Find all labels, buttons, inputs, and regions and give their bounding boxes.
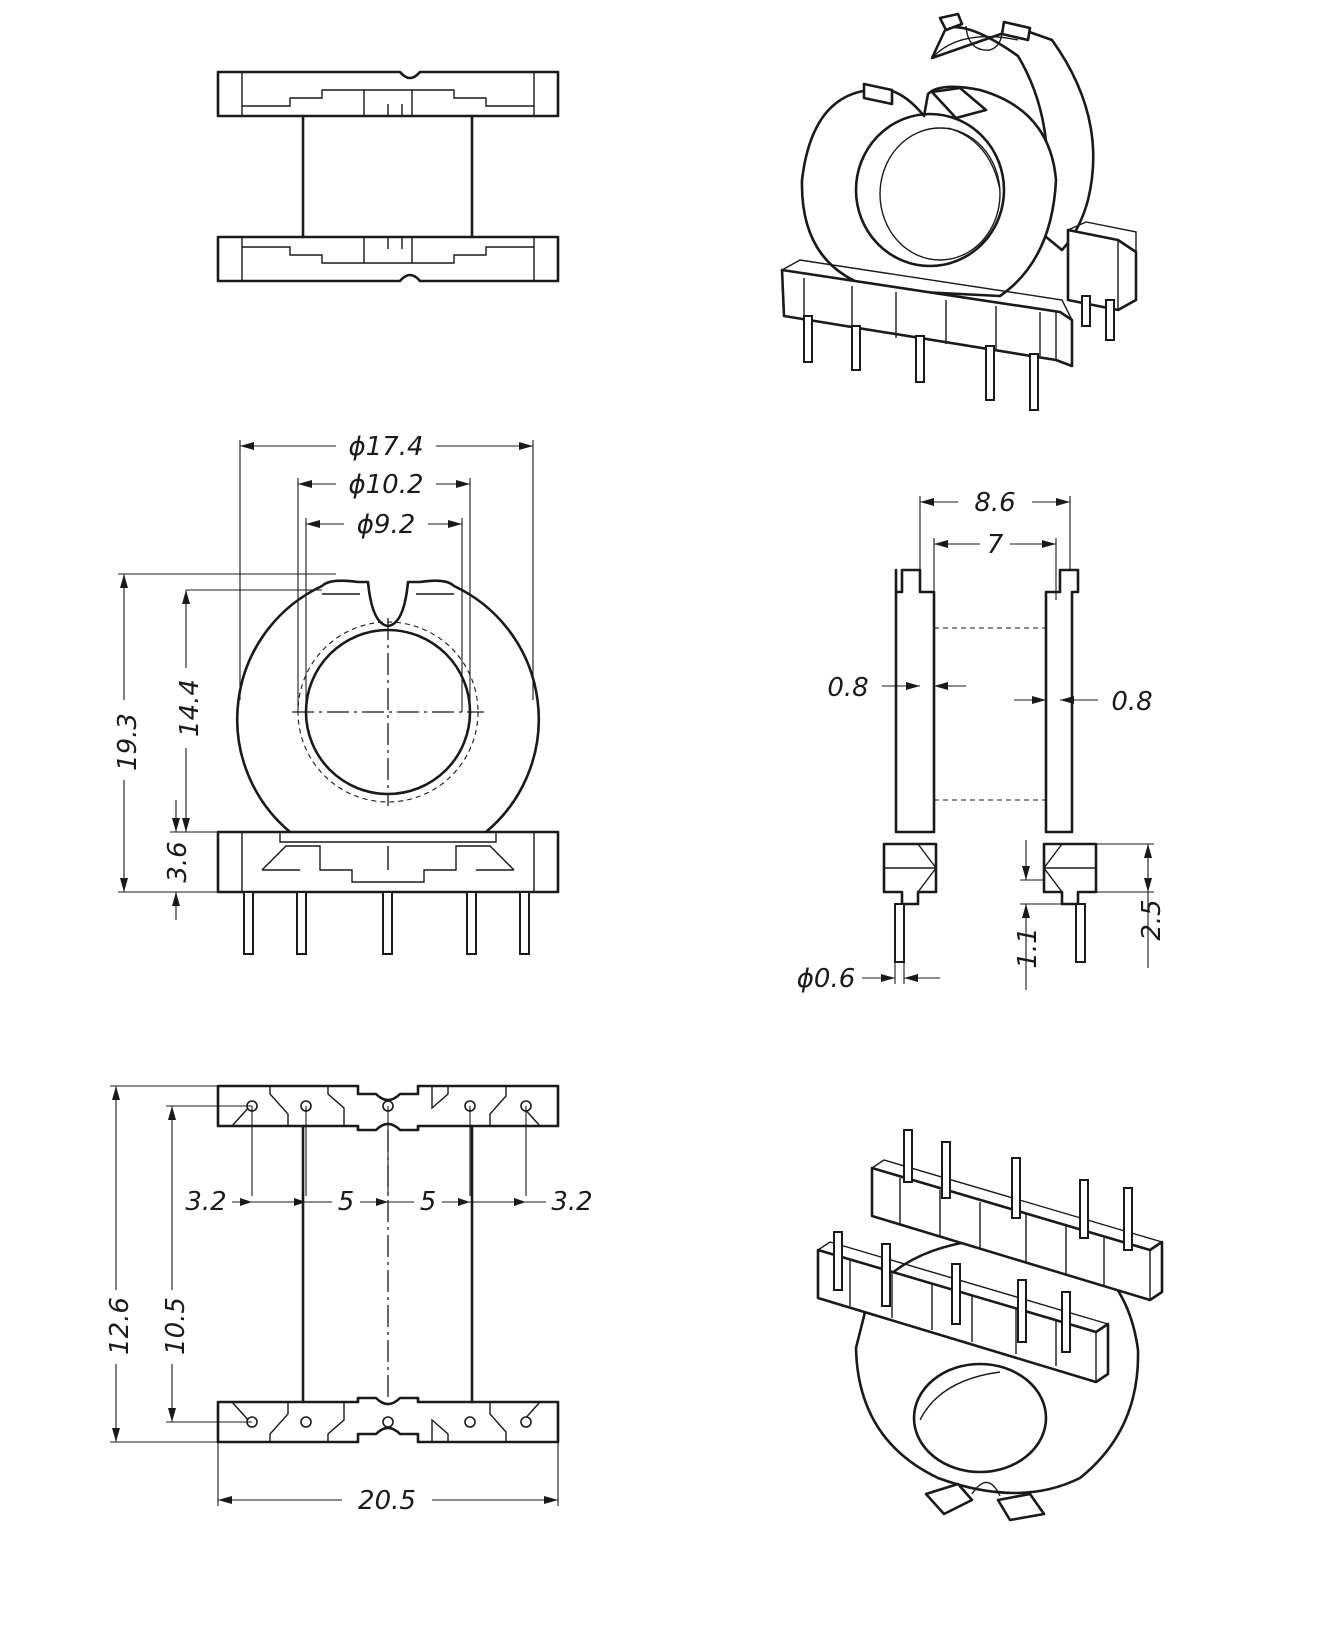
- dim-overall-width: 8.6: [974, 488, 1015, 518]
- front-view-dimensions: ϕ17.4 ϕ10.2 ϕ9.2 19.3 14.4 3.6: [110, 430, 534, 920]
- dim-center-height: 14.4: [175, 679, 205, 737]
- isometric-view-top: [780, 12, 1138, 411]
- dim-pitch-inner-left: 5: [338, 1187, 355, 1217]
- dim-row-span-pins: 10.5: [161, 1297, 191, 1355]
- dim-bore-diameter: ϕ9.2: [357, 510, 416, 540]
- dim-base-height: 3.6: [163, 841, 193, 882]
- dim-overall-length: 20.5: [358, 1486, 416, 1516]
- dim-side-base-height: 2.5: [1137, 899, 1167, 940]
- dim-pitch-outer-right: 3.2: [551, 1187, 592, 1217]
- dim-winding-width: 7: [987, 530, 1004, 560]
- dim-row-span-outer: 12.6: [105, 1297, 135, 1355]
- dim-left-flange-thickness: 0.8: [827, 673, 868, 703]
- dim-pitch-inner-right: 5: [420, 1187, 437, 1217]
- dim-standoff: 1.1: [1013, 927, 1043, 968]
- side-view: [882, 568, 1098, 963]
- dim-total-height: 19.3: [113, 713, 143, 771]
- isometric-view-bottom: [816, 1129, 1164, 1522]
- bottom-view-dimensions: 3.2 5 5 3.2 12.6 10.5 20.5: [102, 1085, 598, 1516]
- dim-pin-diameter: ϕ0.6: [797, 964, 856, 994]
- dim-flange-inner-diameter: ϕ10.2: [348, 470, 423, 500]
- top-view: [216, 70, 560, 283]
- dim-pitch-outer-left: 3.2: [185, 1187, 226, 1217]
- dim-outer-diameter: ϕ17.4: [348, 432, 423, 462]
- front-view: [216, 579, 560, 955]
- side-view-dimensions: 8.6 7 0.8 0.8 2.5 1.1 ϕ0.6: [797, 486, 1167, 994]
- dim-right-flange-thickness: 0.8: [1111, 687, 1152, 717]
